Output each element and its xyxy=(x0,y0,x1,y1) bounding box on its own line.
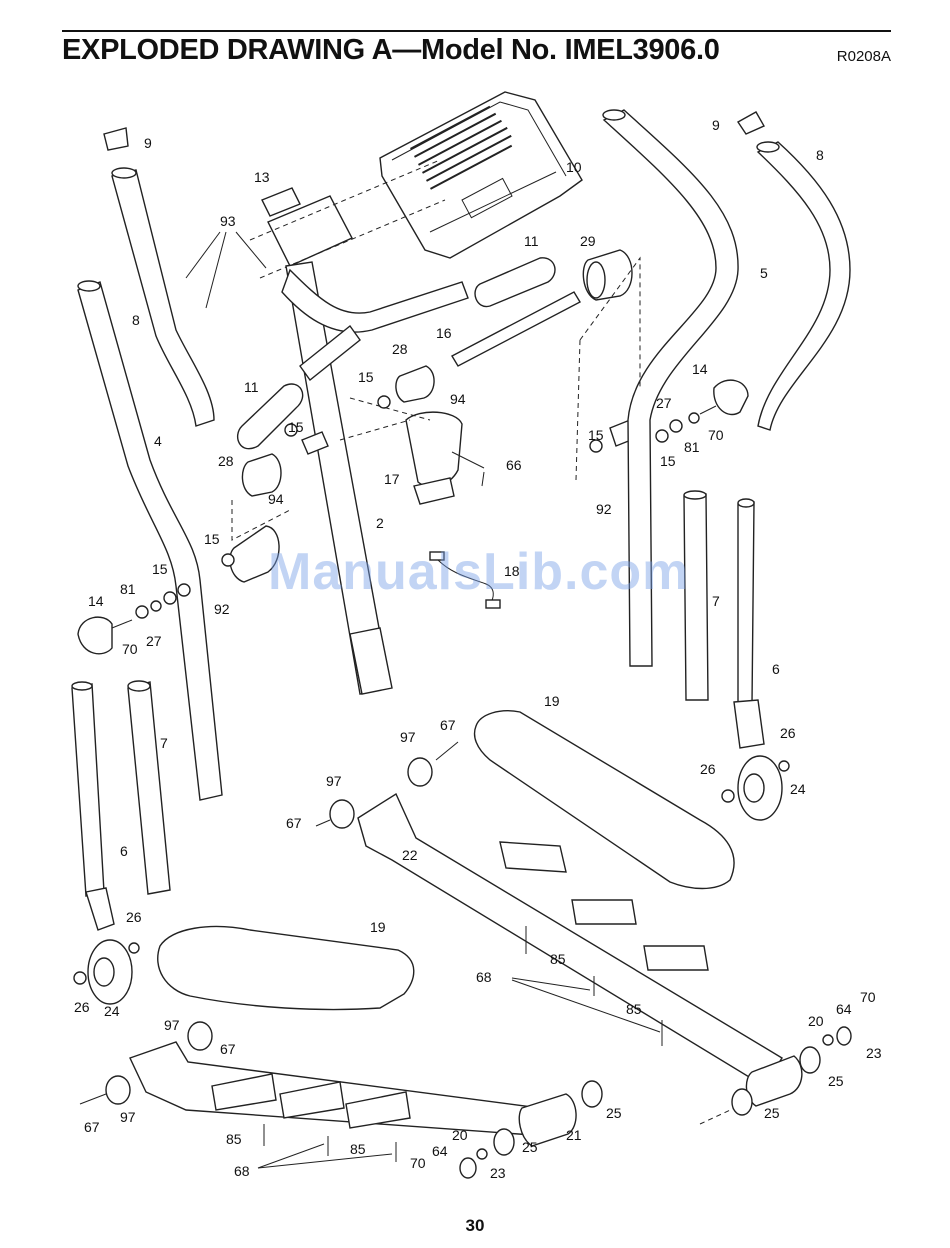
label-19: 19 xyxy=(544,693,560,709)
label-92: 92 xyxy=(596,501,612,517)
label-21: 21 xyxy=(566,1127,582,1143)
label-70: 70 xyxy=(860,989,876,1005)
label-70: 70 xyxy=(410,1155,426,1171)
label-68: 68 xyxy=(234,1163,250,1179)
label-6: 6 xyxy=(120,843,128,859)
label-70: 70 xyxy=(122,641,138,657)
label-9: 9 xyxy=(712,117,720,133)
label-25: 25 xyxy=(522,1139,538,1155)
label-14: 14 xyxy=(88,593,104,609)
label-22: 22 xyxy=(402,847,418,863)
label-85: 85 xyxy=(350,1141,366,1157)
label-27: 27 xyxy=(656,395,672,411)
label-25: 25 xyxy=(606,1105,622,1121)
label-94: 94 xyxy=(450,391,466,407)
label-26: 26 xyxy=(780,725,796,741)
label-11: 11 xyxy=(244,379,259,395)
label-20: 20 xyxy=(808,1013,824,1029)
label-70: 70 xyxy=(708,427,724,443)
label-97: 97 xyxy=(400,729,416,745)
label-94: 94 xyxy=(268,491,284,507)
label-23: 23 xyxy=(866,1045,882,1061)
label-66: 66 xyxy=(506,457,522,473)
label-25: 25 xyxy=(764,1105,780,1121)
label-11: 11 xyxy=(524,233,539,249)
label-85: 85 xyxy=(626,1001,642,1017)
label-28: 28 xyxy=(392,341,408,357)
label-97: 97 xyxy=(326,773,342,789)
label-13: 13 xyxy=(254,169,270,185)
label-85: 85 xyxy=(226,1131,242,1147)
bottle-holder-part xyxy=(340,398,462,504)
label-2: 2 xyxy=(376,515,384,531)
label-4: 4 xyxy=(154,433,162,449)
label-67: 67 xyxy=(220,1041,236,1057)
label-67: 67 xyxy=(84,1119,100,1135)
label-16: 16 xyxy=(436,325,452,341)
label-68: 68 xyxy=(476,969,492,985)
wheel-right-part xyxy=(722,756,789,820)
label-29: 29 xyxy=(580,233,596,249)
label-7: 7 xyxy=(712,593,720,609)
label-9: 9 xyxy=(144,135,152,151)
label-26: 26 xyxy=(74,999,90,1015)
label-81: 81 xyxy=(120,581,136,597)
label-67: 67 xyxy=(286,815,302,831)
label-97: 97 xyxy=(164,1017,180,1033)
label-26: 26 xyxy=(700,761,716,777)
label-20: 20 xyxy=(452,1127,468,1143)
label-8: 8 xyxy=(816,147,824,163)
lower-leg-right-part xyxy=(684,491,764,748)
label-92: 92 xyxy=(214,601,230,617)
label-25: 25 xyxy=(828,1073,844,1089)
label-8: 8 xyxy=(132,312,140,328)
wheel-left-part xyxy=(74,940,139,1004)
side-cap-right-part xyxy=(670,380,748,432)
label-6: 6 xyxy=(772,661,780,677)
label-10: 10 xyxy=(566,159,582,175)
label-24: 24 xyxy=(104,1003,120,1019)
console-part xyxy=(380,92,582,258)
pedal-arm-right-part xyxy=(358,794,802,1124)
label-85: 85 xyxy=(550,951,566,967)
label-15: 15 xyxy=(588,427,604,443)
label-64: 64 xyxy=(836,1001,852,1017)
label-97: 97 xyxy=(120,1109,136,1125)
label-67: 67 xyxy=(440,717,456,733)
label-15: 15 xyxy=(204,531,220,547)
label-26: 26 xyxy=(126,909,142,925)
label-5: 5 xyxy=(760,265,768,281)
label-7: 7 xyxy=(160,735,168,751)
label-93: 93 xyxy=(220,213,236,229)
upper-leg-right-part xyxy=(738,112,850,430)
label-24: 24 xyxy=(790,781,806,797)
watermark: ManualsLib.com xyxy=(268,542,689,602)
page-number: 30 xyxy=(0,1216,950,1236)
label-14: 14 xyxy=(692,361,708,377)
label-81: 81 xyxy=(684,439,700,455)
label-17: 17 xyxy=(384,471,400,487)
label-15: 15 xyxy=(358,369,374,385)
label-19: 19 xyxy=(370,919,386,935)
label-15: 15 xyxy=(288,419,304,435)
label-27: 27 xyxy=(146,633,162,649)
label-15: 15 xyxy=(152,561,168,577)
lower-leg-left-part xyxy=(72,681,170,930)
label-28: 28 xyxy=(218,453,234,469)
label-64: 64 xyxy=(432,1143,448,1159)
label-23: 23 xyxy=(490,1165,506,1181)
bearings-part xyxy=(460,1027,851,1178)
label-15: 15 xyxy=(660,453,676,469)
